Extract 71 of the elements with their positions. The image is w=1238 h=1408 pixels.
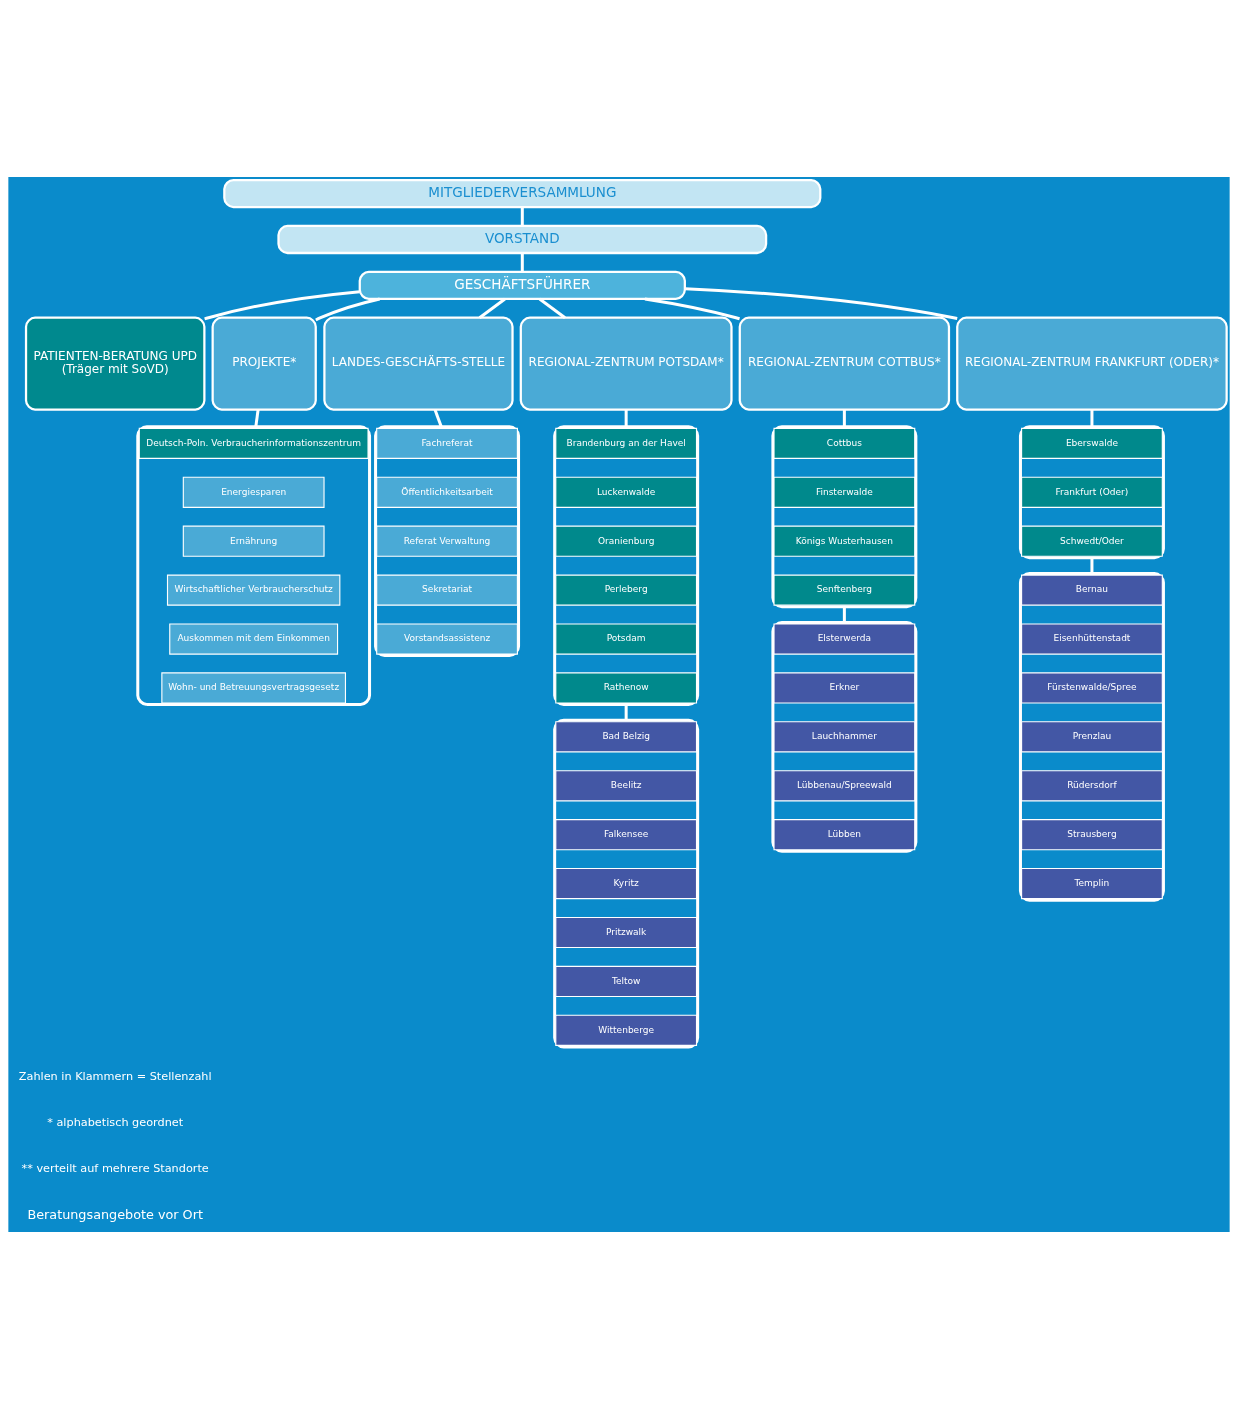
- node-box: Falkensee: [555, 818, 698, 850]
- node-box: Brandenburg an der Havel: [555, 427, 698, 459]
- node-box: LANDES-GESCHÄFTS-STELLE: [323, 316, 514, 411]
- node-box: Luckenwalde: [555, 476, 698, 508]
- node-box: Teltow: [555, 965, 698, 997]
- node-box: Templin: [1021, 867, 1163, 899]
- node-box: Lübbenau/Spreewald: [773, 769, 916, 801]
- connector: [1090, 409, 1094, 427]
- node-box: Eberswalde: [1021, 427, 1163, 459]
- node-box: Auskommen mit dem Einkommen: [169, 622, 339, 655]
- node-box: Schwedt/Oder: [1021, 525, 1163, 557]
- node-box: Strausberg: [1021, 818, 1163, 850]
- node-box: Fürstenwalde/Spree: [1021, 671, 1163, 704]
- node-box: Lübben: [773, 818, 916, 850]
- node-box: REGIONAL-ZENTRUM POTSDAM*: [519, 316, 733, 411]
- node-box: GESCHÄFTSFÜHRER: [358, 270, 686, 300]
- node-box: Königs Wusterhausen: [773, 525, 916, 557]
- node-box: Oranienburg: [555, 525, 698, 557]
- label: ** verteilt auf mehrere Standorte: [21, 1161, 209, 1175]
- connector: [478, 297, 506, 319]
- node-box: Perleberg: [555, 574, 698, 606]
- node-box: Deutsch-Poln. Verbraucherinformationszentrum: [138, 427, 369, 459]
- node-box: Wirtschaftlicher Verbraucherschutz: [166, 574, 341, 606]
- node-box: Pritzwalk: [555, 916, 698, 948]
- node-box: PROJEKTE*: [211, 316, 317, 411]
- connector: [842, 606, 846, 622]
- connector: [520, 252, 524, 272]
- node-box: Vorstandsassistenz: [376, 622, 518, 655]
- node-box: Wittenberge: [555, 1014, 698, 1046]
- node-box: REGIONAL-ZENTRUM FRANKFURT (ODER)*: [956, 316, 1228, 411]
- label: * alphabetisch geordnet: [47, 1115, 184, 1129]
- label: Zahlen in Klammern = Stellenzahl: [18, 1069, 212, 1083]
- node-box: Fachreferat: [376, 427, 518, 459]
- connector: [315, 297, 380, 321]
- node-box: Energiesparen: [182, 476, 325, 508]
- node-box: Referat Verwaltung: [376, 525, 518, 557]
- node-box: Cottbus: [773, 427, 916, 459]
- node-box: Bernau: [1021, 574, 1163, 606]
- connector: [624, 409, 628, 427]
- node-box: PATIENTEN-BERATUNG UPD (Träger mit SoVD): [24, 316, 206, 411]
- connector: [842, 409, 846, 427]
- connector: [433, 408, 443, 427]
- connector: [1090, 557, 1094, 574]
- node-box: Frankfurt (Oder): [1021, 476, 1163, 508]
- node-box: REGIONAL-ZENTRUM COTTBUS*: [738, 316, 951, 411]
- node-box: Erkner: [773, 671, 916, 704]
- node-box: Eisenhüttenstadt: [1021, 622, 1163, 655]
- node-box: MITGLIEDERVERSAMMLUNG: [223, 178, 822, 208]
- label: Beratungsangebote vor Ort: [27, 1206, 203, 1222]
- node-box: Bad Belzig: [555, 720, 698, 752]
- connector: [254, 408, 260, 427]
- node-box: Wohn- und Betreuungsvertragsgesetz: [161, 671, 347, 704]
- connector: [624, 704, 628, 720]
- node-box: Lauchhammer: [773, 720, 916, 752]
- node-box: Sekretariat: [376, 574, 518, 606]
- connector: [204, 289, 360, 320]
- node-box: Rathenow: [555, 671, 698, 704]
- node-box: Ernährung: [182, 525, 325, 557]
- connector: [684, 286, 958, 320]
- node-box: Öffentlichkeitsarbeit: [376, 476, 518, 508]
- node-box: Rüdersdorf: [1021, 769, 1163, 801]
- node-box: VORSTAND: [277, 224, 768, 254]
- node-box: Elsterwerda: [773, 622, 916, 655]
- node-box: Beelitz: [555, 769, 698, 801]
- node-box: Kyritz: [555, 867, 698, 899]
- connector: [538, 297, 566, 319]
- node-box: Senftenberg: [773, 574, 916, 606]
- node-box: Potsdam: [555, 622, 698, 655]
- connector: [520, 206, 524, 226]
- node-box: Prenzlau: [1021, 720, 1163, 752]
- node-box: Finsterwalde: [773, 476, 916, 508]
